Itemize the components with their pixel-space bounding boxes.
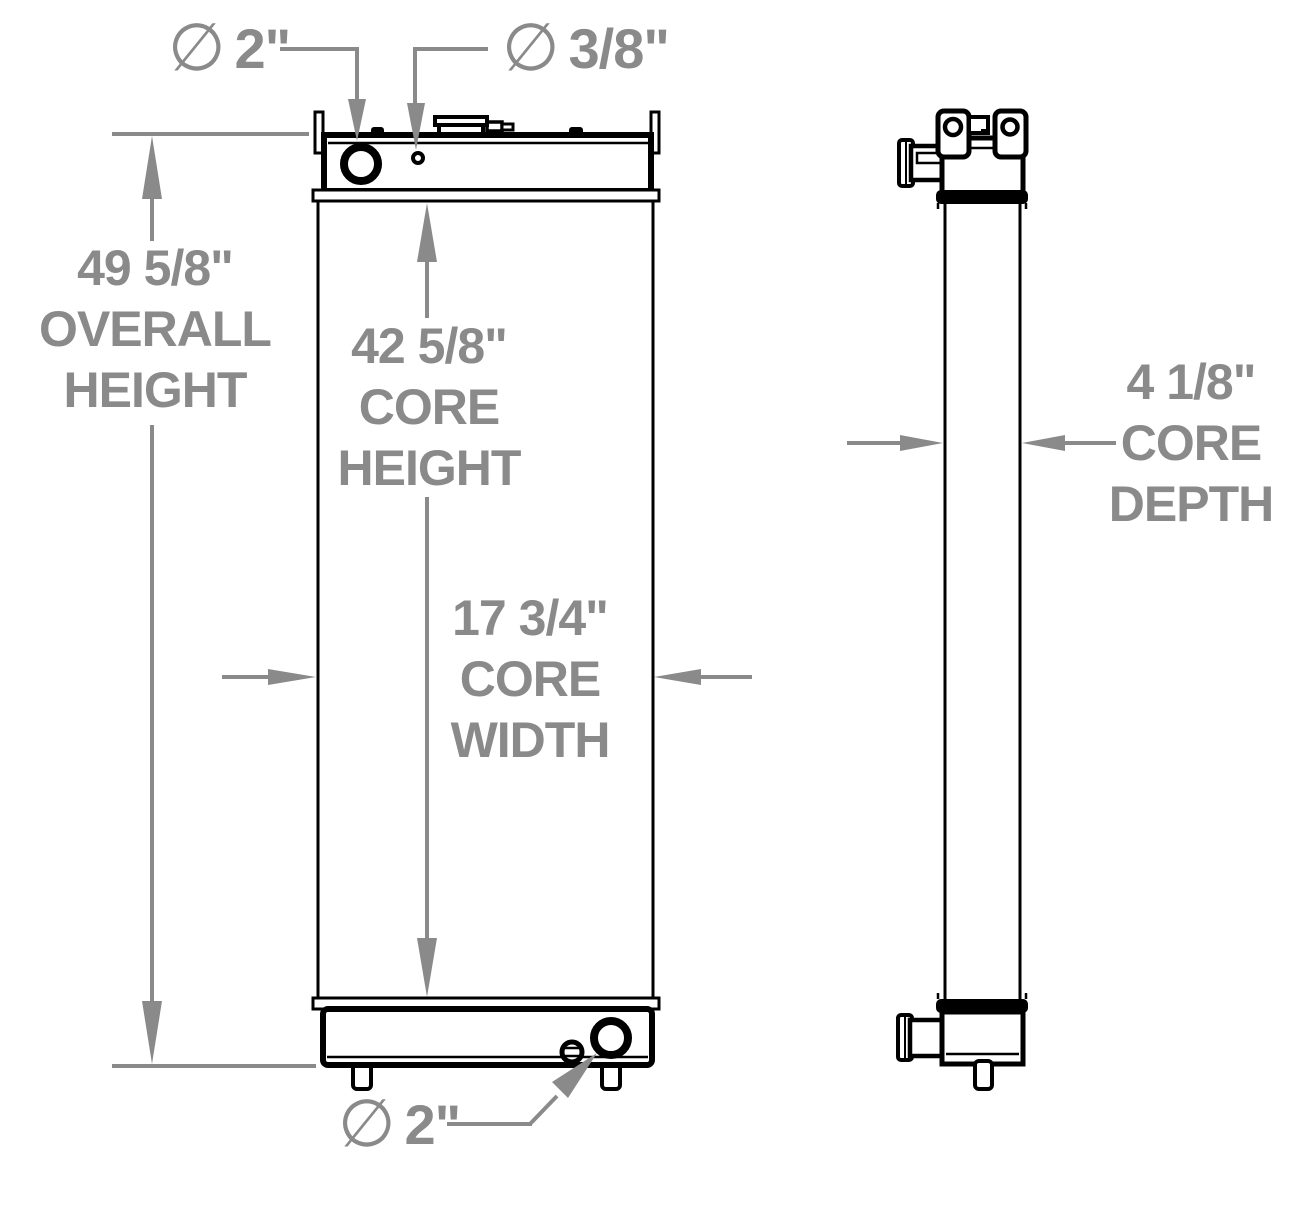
core-height-label: 42 5/8" CORE HEIGHT	[299, 316, 559, 499]
dimension-lines	[112, 47, 1116, 1126]
bottom-outlet-size: 2"	[404, 1093, 462, 1156]
arrow-right	[268, 669, 316, 685]
core-depth-word1: CORE	[1120, 415, 1262, 471]
core-width-value: 17 3/4"	[452, 590, 609, 646]
arrow-down	[407, 103, 425, 150]
bracket-hole	[942, 116, 964, 138]
front-top-bump-left	[371, 127, 384, 135]
core-depth-label: 4 1/8" CORE DEPTH	[1066, 352, 1301, 535]
core-width-label: 17 3/4" CORE WIDTH	[400, 588, 660, 771]
front-bottom-2in-port	[590, 1017, 632, 1059]
side-bracket-left	[935, 108, 972, 160]
diameter-symbol-icon: ∅	[168, 10, 226, 84]
diameter-symbol-icon: ∅	[502, 10, 560, 84]
side-leg	[973, 1059, 994, 1091]
arrow-up	[142, 136, 162, 199]
core-depth-value: 4 1/8"	[1126, 354, 1257, 410]
front-top-bump-right	[569, 127, 583, 135]
overall-height-label: 49 5/8" OVERALL HEIGHT	[25, 238, 285, 421]
core-height-word1: CORE	[358, 379, 500, 435]
arrow-up-right	[552, 1053, 597, 1098]
drain-plug	[559, 1039, 585, 1065]
front-view	[311, 110, 661, 1091]
side-bottom-tank	[939, 1009, 1026, 1067]
side-header-top	[936, 190, 1028, 204]
arrow-left	[1022, 435, 1065, 451]
top-2in-leader	[280, 47, 366, 141]
side-view	[896, 108, 1029, 1091]
arrow-right	[900, 435, 943, 451]
core-width-word2: WIDTH	[450, 712, 611, 768]
diameter-symbol-icon: ∅	[338, 1086, 396, 1160]
bottom-outlet-diameter-label: ∅ 2"	[338, 1086, 462, 1160]
overall-height-word2: HEIGHT	[63, 362, 248, 418]
arrow-down	[348, 99, 366, 141]
vent-hole-diameter-label: ∅ 3/8"	[502, 10, 670, 84]
overall-height-dimension	[112, 132, 316, 1068]
front-header-top	[311, 188, 661, 203]
arrow-down	[142, 1001, 162, 1064]
side-bracket-right	[992, 108, 1029, 160]
vent-hole-size: 3/8"	[568, 17, 670, 80]
top-inlet-diameter-label: ∅ 2"	[168, 10, 292, 84]
core-depth-word2: DEPTH	[1108, 476, 1274, 532]
front-3-8in-hole	[411, 151, 425, 165]
core-width-word1: CORE	[459, 651, 601, 707]
side-bottom-pipe	[896, 1013, 946, 1062]
overall-height-value: 49 5/8"	[77, 240, 234, 296]
arrow-up	[417, 203, 437, 262]
core-height-dimension	[417, 203, 437, 997]
vent-hole-leader	[407, 47, 488, 150]
core-depth-dimension	[847, 435, 1116, 451]
top-inlet-size: 2"	[234, 17, 292, 80]
bracket-hole	[1000, 117, 1020, 137]
side-bracket-notch	[967, 115, 990, 135]
core-width-dimension	[222, 669, 752, 685]
core-height-value: 42 5/8"	[351, 318, 508, 374]
front-top-2in-port	[340, 143, 382, 185]
arrow-down	[417, 938, 437, 997]
bottom-2in-leader	[447, 1053, 597, 1126]
core-height-word2: HEIGHT	[337, 440, 522, 496]
overall-height-word1: OVERALL	[39, 301, 272, 357]
arrow-left	[654, 669, 701, 685]
